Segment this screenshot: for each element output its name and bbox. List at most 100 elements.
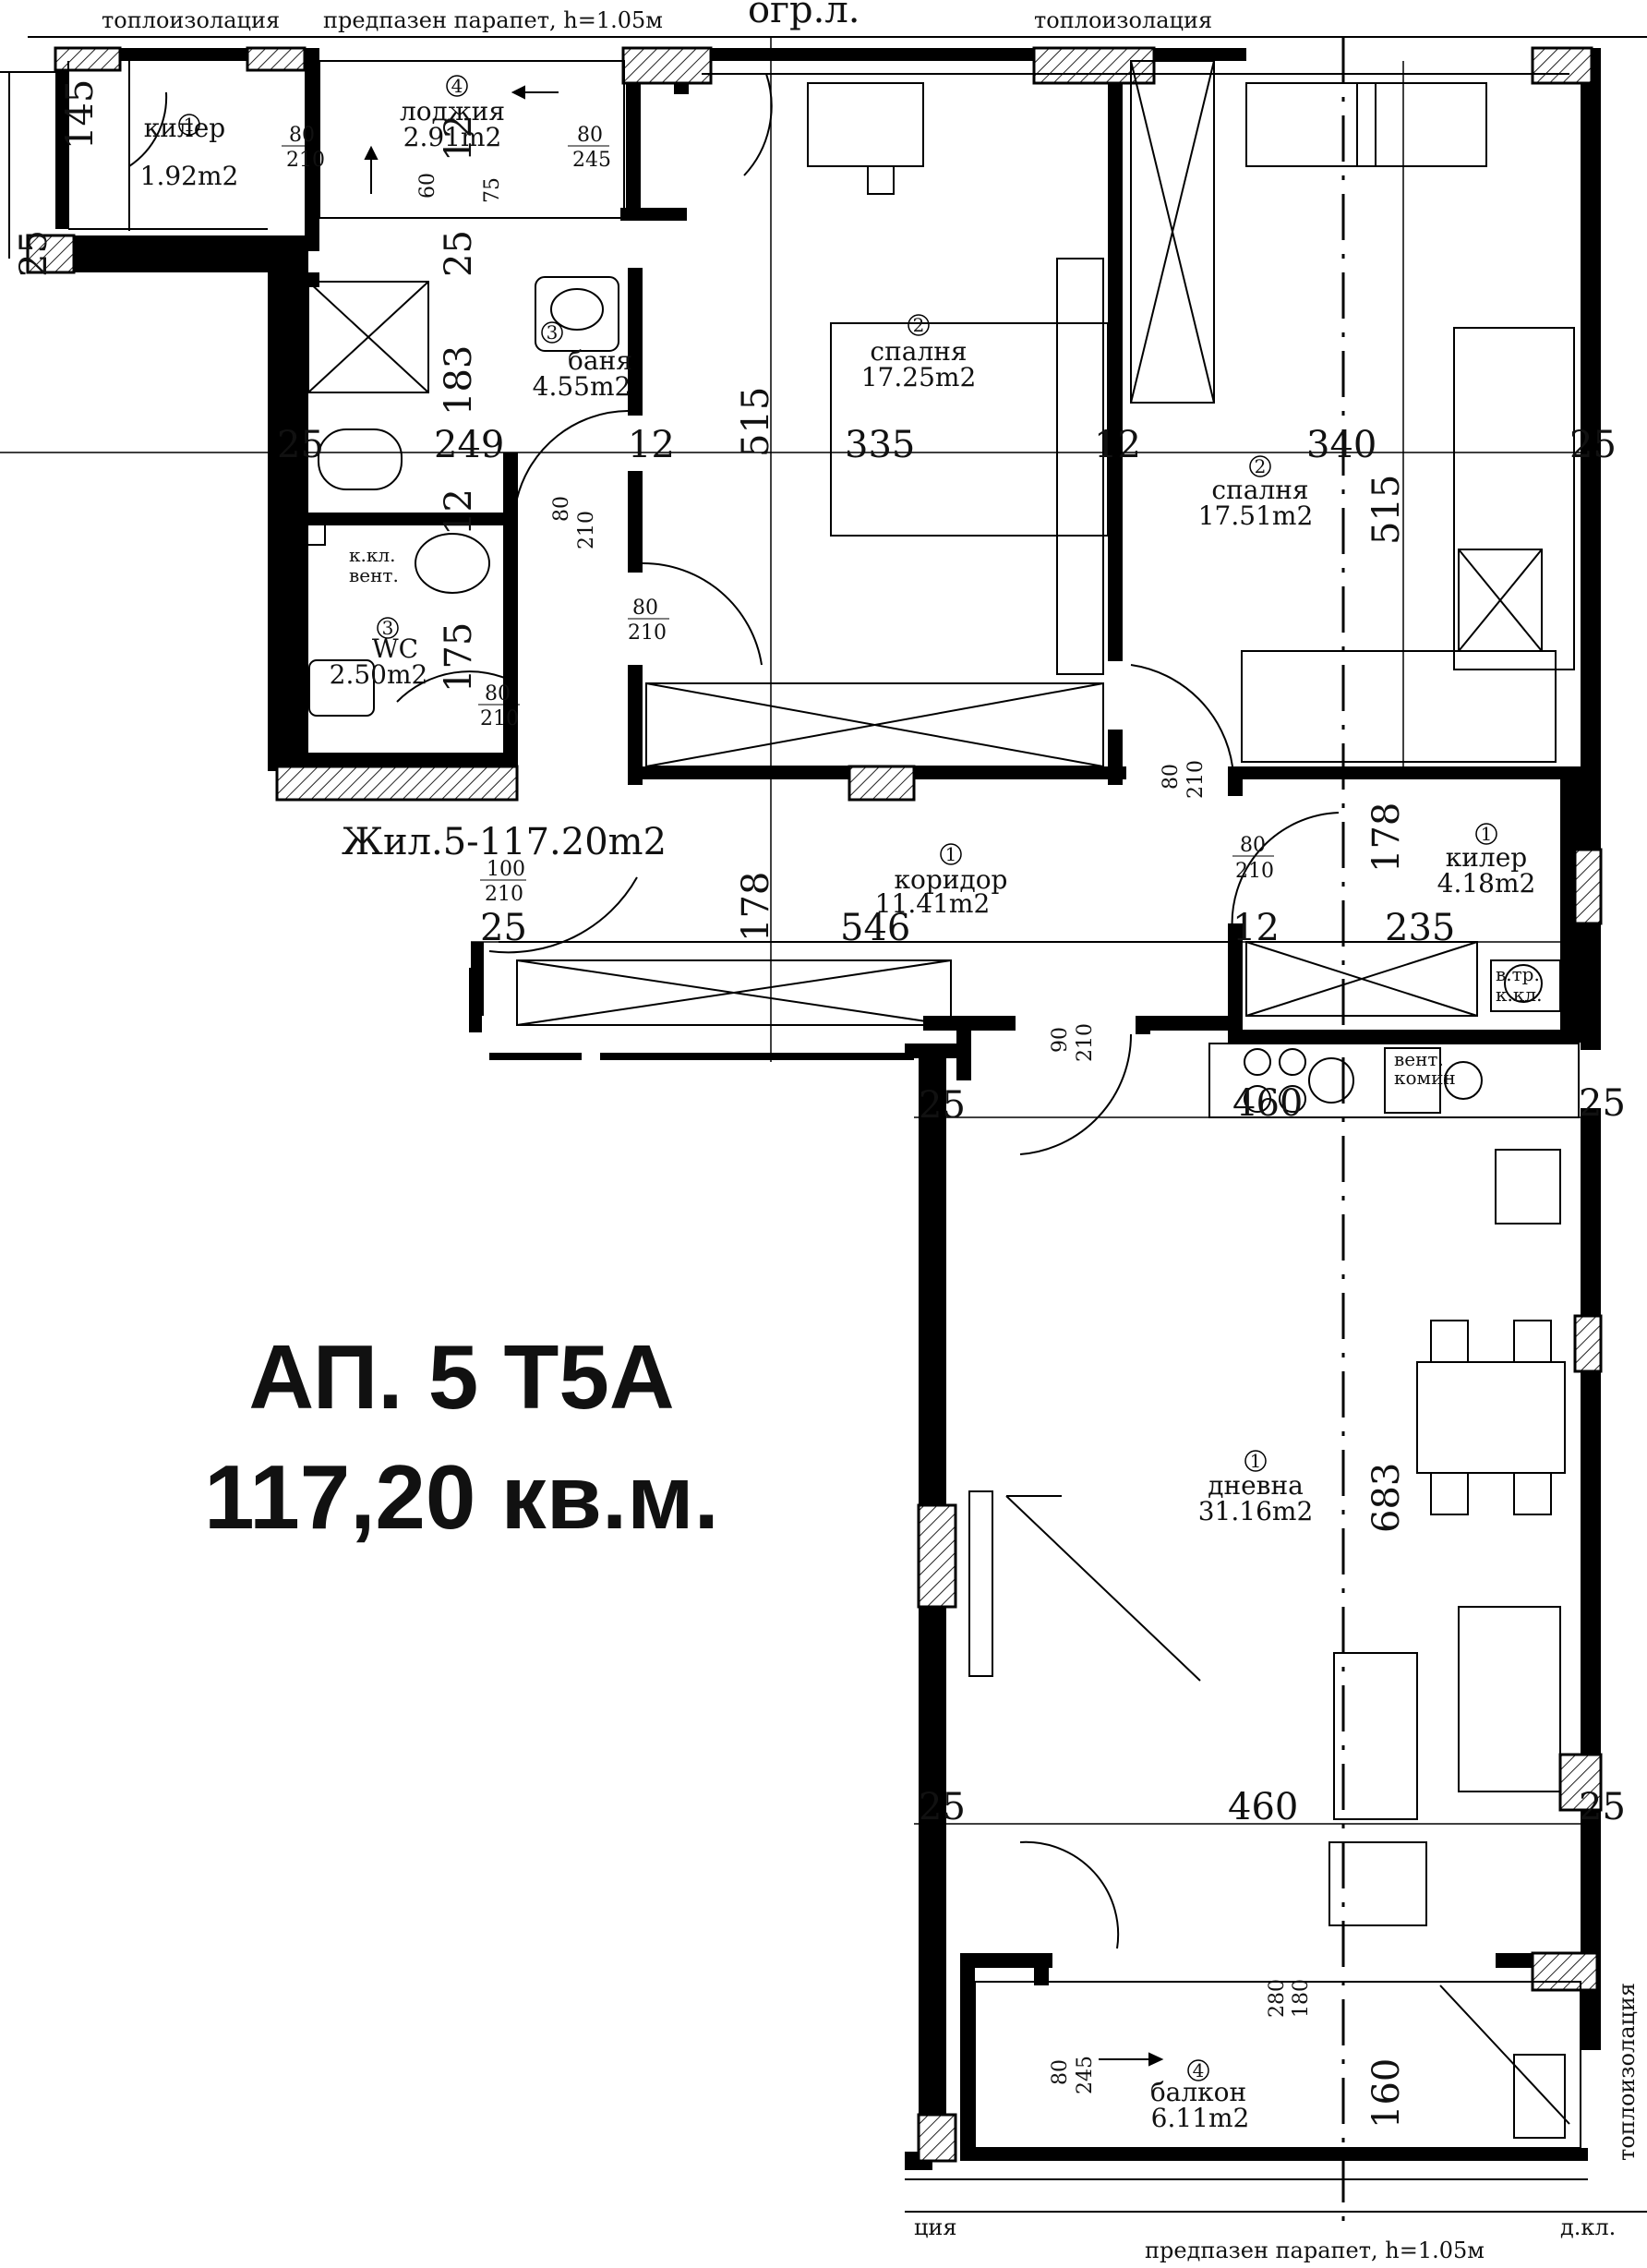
dim-25-d: 25 (919, 1786, 966, 1828)
door-h: 210 (1235, 860, 1274, 883)
dim-335: 335 (845, 424, 915, 466)
dim-183: 183 (438, 345, 480, 416)
dim-12-d: 12 (1232, 907, 1280, 949)
room-spalnia1-num: 2 (913, 314, 925, 336)
dim-145: 145 (59, 79, 102, 150)
dim-12-e: 12 (438, 115, 480, 162)
room-wc-num: 3 (382, 617, 394, 639)
door-entrance: 100 210 (480, 858, 526, 906)
door-h: 210 (286, 149, 325, 172)
door-w: 80 (1240, 834, 1266, 857)
room-numbers: 1 4 3 3 2 2 1 1 1 4 (178, 75, 1497, 2081)
hatched-blocks (26, 46, 1603, 2163)
fixture-labels: к.кл. вент. в.тр. к.кл. вент. комин (349, 544, 1542, 1089)
dim-546: 546 (840, 907, 910, 949)
note-fragment: огр.л. (748, 0, 860, 31)
dim-75: 75 (481, 177, 504, 203)
room-dnevna-area: 31.16m2 (1198, 1496, 1314, 1526)
room-spalnia2-name: спалня (1211, 475, 1308, 505)
dim-25-g: 25 (438, 230, 480, 277)
top-notes: топлоизолация предпазен парапет, h=1.05м… (102, 0, 1212, 33)
room-balkon-num: 4 (1193, 2059, 1205, 2081)
door-banya: 80 210 (550, 496, 598, 549)
dim-25-h: 25 (13, 230, 55, 277)
room-koridor-name: коридор (895, 864, 1008, 895)
door-h: 210 (1184, 760, 1208, 799)
window-h: 180 (1290, 1979, 1313, 2018)
dim-178-b: 178 (1365, 802, 1408, 873)
dim-178-a: 178 (735, 872, 777, 942)
door-w: 80 (1049, 2059, 1072, 2085)
room-banya-name: баня (568, 345, 632, 376)
door-w: 80 (485, 682, 511, 706)
dim-683: 683 (1365, 1463, 1408, 1533)
door-spalnia2: 80 210 (1160, 760, 1208, 799)
door-w: 80 (577, 124, 603, 147)
room-lodzhia-num: 4 (451, 75, 463, 97)
label-chimney: комин (1394, 1067, 1456, 1089)
room-spalnia1-area: 17.25m2 (861, 362, 977, 392)
door-h: 245 (1074, 2056, 1097, 2094)
dim-25-f: 25 (1579, 1082, 1626, 1125)
dim-12-b: 12 (1094, 424, 1141, 466)
room-banya-area: 4.55m2 (533, 371, 631, 402)
door-w: 80 (289, 124, 315, 147)
dim-lines (0, 37, 1588, 1825)
dim-175: 175 (438, 622, 480, 693)
room-kiler1-area: 1.92m2 (140, 161, 239, 191)
door-spalnia1: 80 210 (628, 597, 669, 645)
note-insulation-right: топлоизолация (1034, 7, 1212, 33)
door-h: 210 (485, 883, 523, 906)
dim-60: 60 (416, 173, 439, 199)
door-h: 210 (628, 621, 667, 645)
dimensions: 145 25 249 183 12 515 335 12 340 515 25 … (13, 79, 1626, 2129)
room-koridor-area: 11.41m2 (875, 888, 991, 919)
door-dnevna: 90 210 (1049, 1023, 1097, 1062)
bottom-notes: предпазен парапет, h=1.05м ция д.кл. топ… (914, 1983, 1640, 2263)
door-kiler1: 80 210 (282, 124, 325, 172)
note-side-insulation: топлоизолация (1614, 1983, 1640, 2161)
dim-12-c: 12 (438, 489, 480, 536)
dim-25-i: 25 (919, 1084, 966, 1127)
room-wc-area: 2.50m2 (330, 659, 428, 690)
door-w: 80 (550, 496, 573, 522)
window-w: 280 (1266, 1979, 1289, 2018)
door-h: 245 (572, 149, 611, 172)
door-w: 100 (487, 858, 525, 881)
dim-460-b: 460 (1228, 1786, 1298, 1828)
dim-25-e: 25 (1579, 1786, 1626, 1828)
door-wc: 80 210 (478, 682, 520, 730)
note-insulation-bottom: ция (914, 2214, 957, 2240)
note-drain: д.кл. (1560, 2214, 1616, 2240)
room-kiler2-area: 4.18m2 (1437, 868, 1536, 899)
room-spalnia2-num: 2 (1255, 455, 1267, 477)
room-banya-num: 3 (547, 321, 559, 344)
note-parapet-top: предпазен парапет, h=1.05м (323, 7, 663, 33)
dim-515-b: 515 (1365, 475, 1408, 545)
room-spalnia1-name: спалня (870, 336, 967, 367)
room-dnevna-num: 1 (1250, 1450, 1262, 1472)
arrows (364, 85, 1164, 2067)
door-h: 210 (1074, 1023, 1097, 1062)
dim-515-a: 515 (735, 387, 777, 457)
door-labels: 80 210 80 245 80 210 80 210 80 210 80 21… (282, 124, 1313, 2094)
window-balkon: 280 180 (1266, 1979, 1313, 2018)
door-swings (128, 73, 1340, 1949)
dim-249: 249 (434, 424, 504, 466)
dim-25-b: 25 (1569, 424, 1617, 466)
dim-160: 160 (1365, 2058, 1408, 2129)
door-w: 80 (1160, 764, 1183, 790)
room-lodzhia-area: 2.91m2 (403, 122, 502, 152)
note-insulation-left: топлоизолация (102, 7, 280, 33)
apartment-area: 117,20 кв.м. (204, 1446, 719, 1548)
dim-235: 235 (1385, 907, 1455, 949)
room-dnevna-name: дневна (1208, 1470, 1304, 1501)
room-koridor-num: 1 (945, 843, 957, 865)
room-kiler1-name: килер (144, 113, 225, 143)
door-kiler2: 80 210 (1232, 834, 1274, 883)
door-lodzhia: 80 245 (568, 124, 611, 172)
door-w: 80 (632, 597, 658, 620)
room-kiler1-num: 1 (184, 114, 196, 136)
door-h: 210 (575, 511, 598, 549)
